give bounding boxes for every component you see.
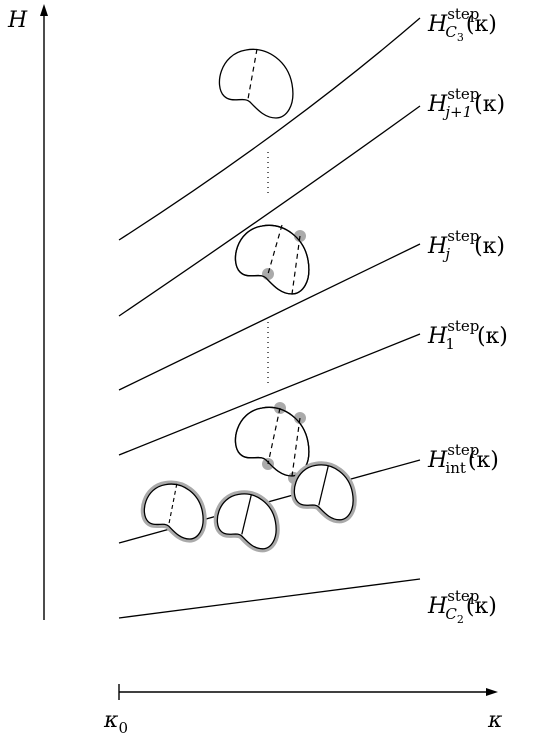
domain-shape-top: [219, 49, 292, 118]
domain-shape-c2-a: [144, 484, 203, 539]
domain-shape-j: [235, 225, 308, 294]
label-h-step-1: Hstep1(κ): [428, 326, 508, 348]
label-h-step-c3: HstepC3(κ): [428, 14, 497, 36]
label-h-step-c2: HstepC2(κ): [428, 596, 497, 618]
x-axis-start-label: κ0: [104, 710, 128, 732]
x-axis-label: κ: [488, 710, 502, 732]
y-axis-arrowhead: [40, 4, 48, 16]
label-h-step-int: Hstepint(κ): [428, 450, 499, 472]
domain-shape-c2-c: [294, 465, 353, 520]
label-h-step-j: Hstepj(κ): [428, 236, 505, 258]
x-axis-arrowhead: [486, 688, 498, 696]
label-h-step-j-plus-1: Hstepj+1(κ): [428, 94, 505, 116]
y-axis-label: H: [8, 10, 27, 32]
curve-h-step-c3: [119, 18, 420, 240]
domain-shape-c2-b: [217, 494, 276, 549]
curve-h-step-c2: [119, 579, 420, 618]
